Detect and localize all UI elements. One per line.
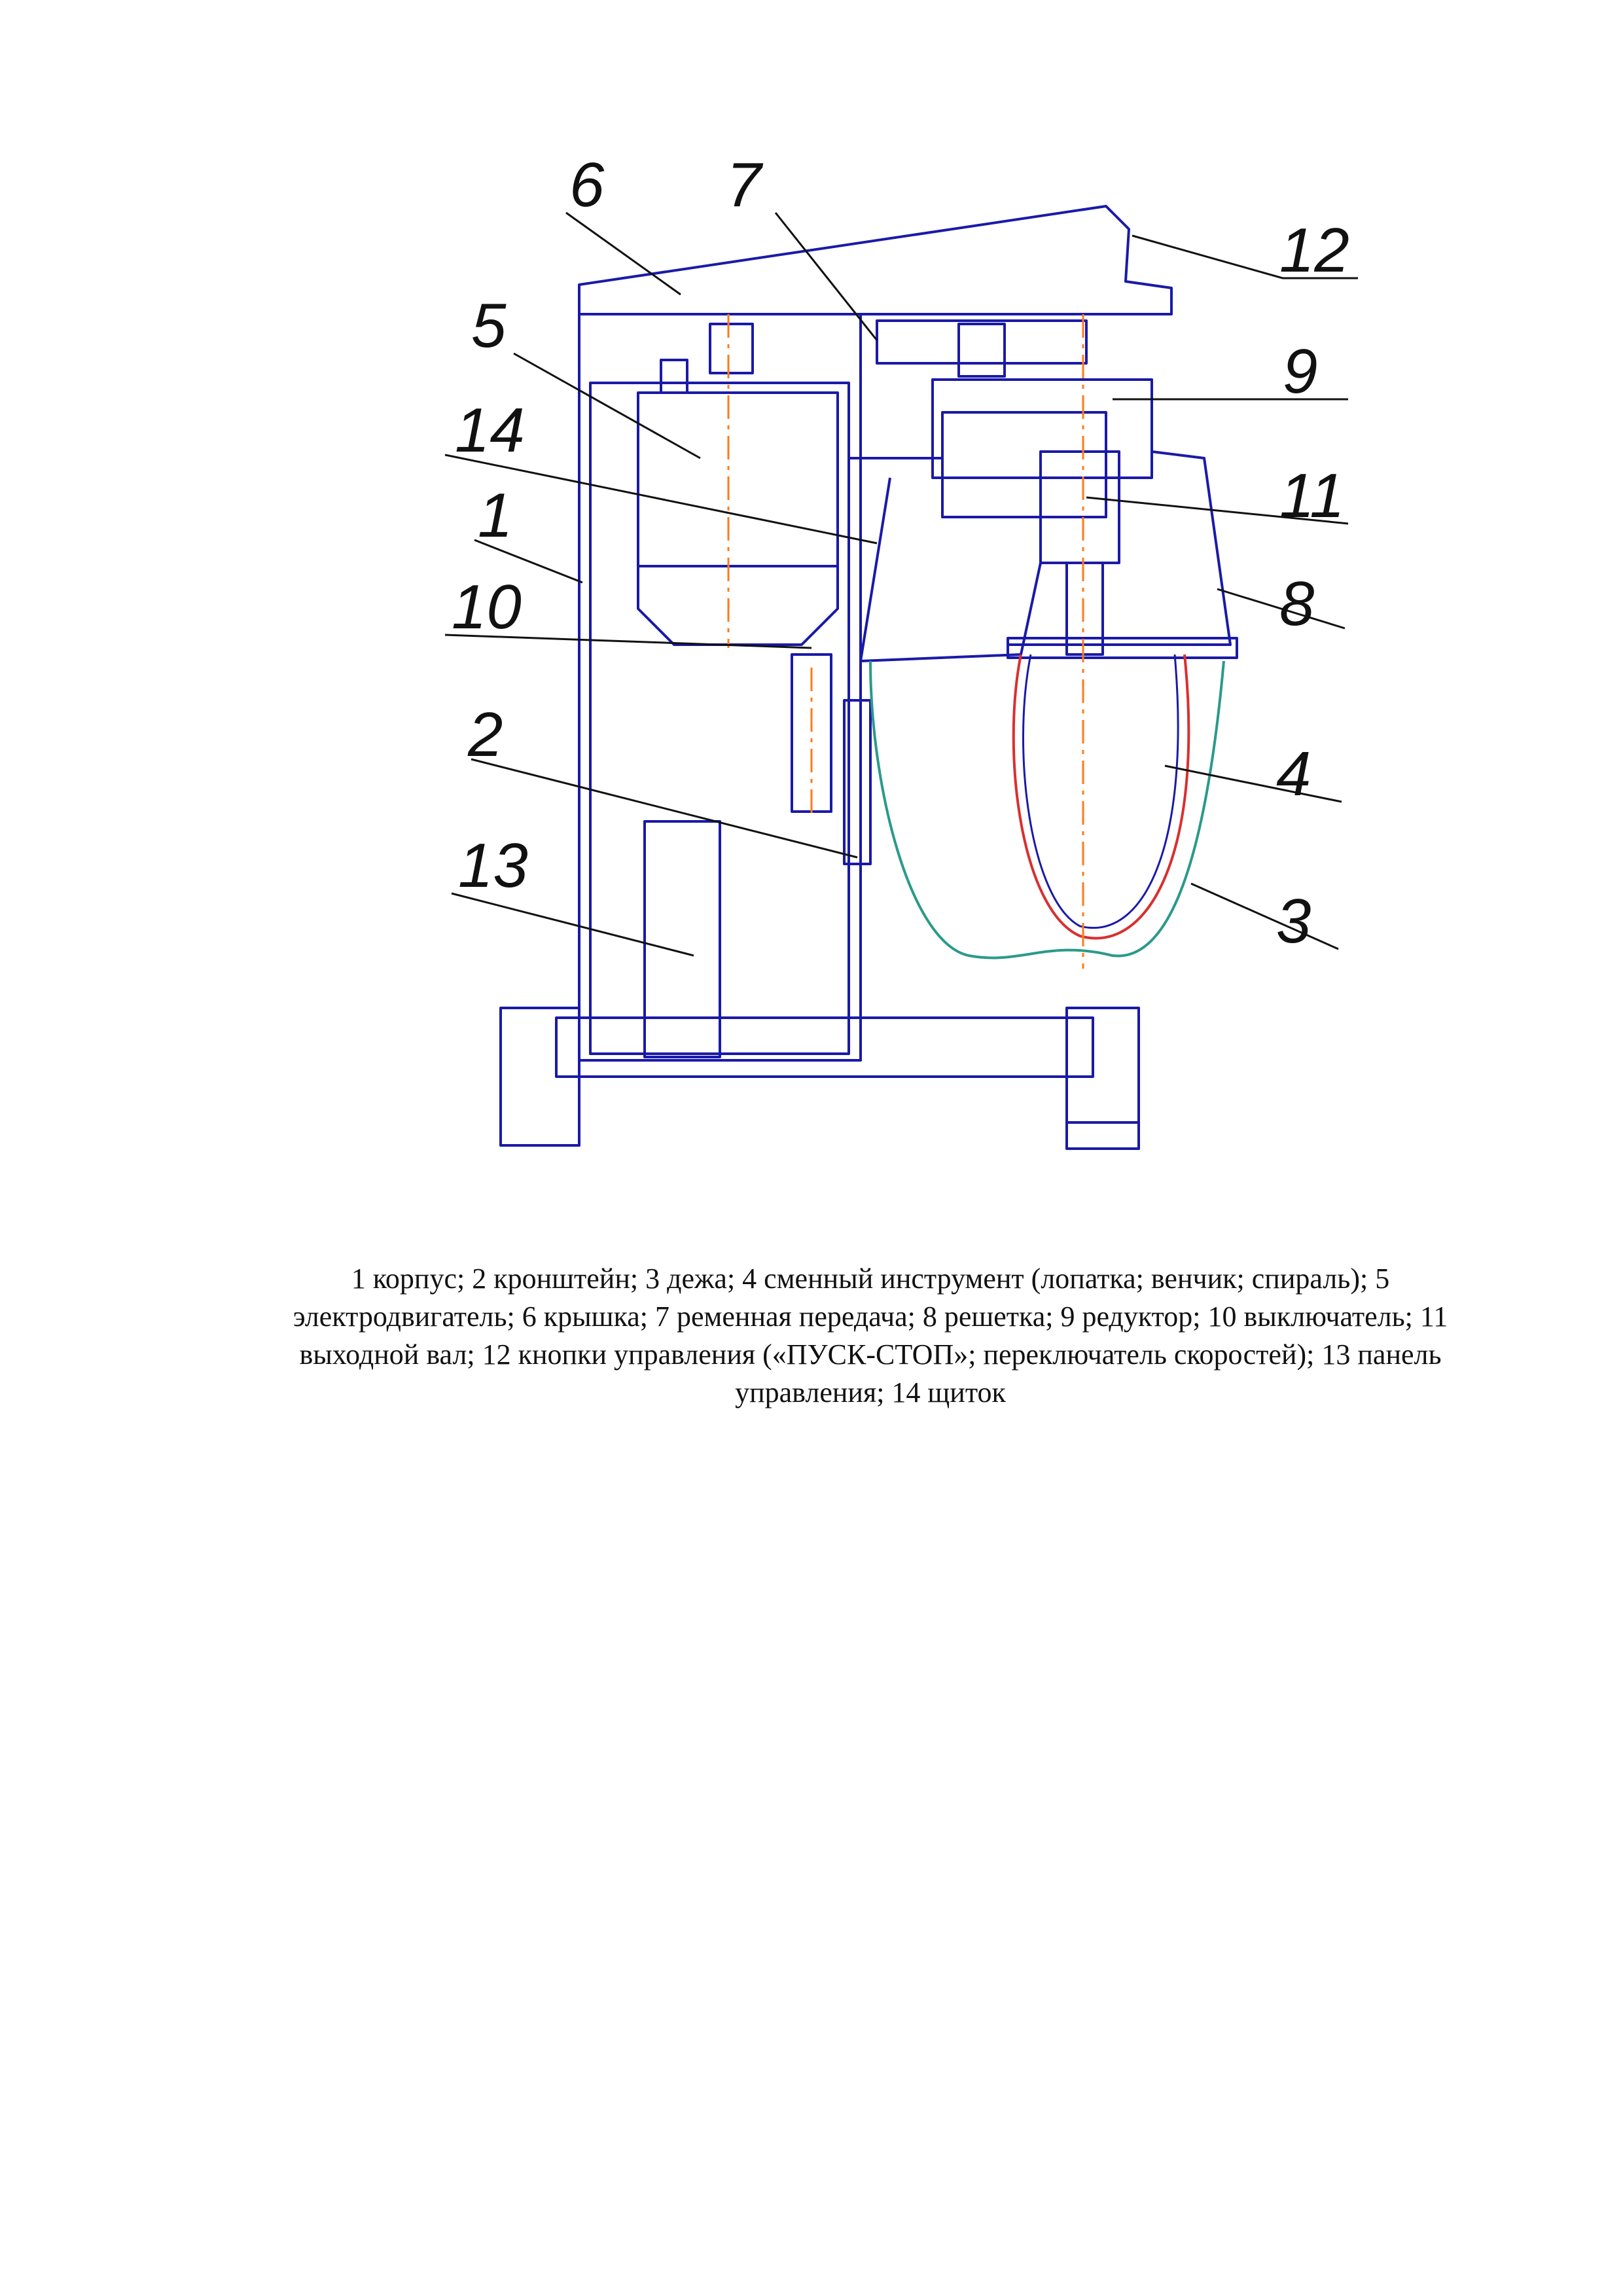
callout-12: 12 (1279, 215, 1349, 285)
leader-11 (1086, 496, 1349, 525)
leader-5 (513, 352, 701, 459)
base-leg (1065, 1007, 1140, 1150)
leader-10 (444, 634, 812, 649)
belt-pulley (957, 323, 1006, 378)
callout-4: 4 (1276, 739, 1311, 809)
bowl (869, 660, 1225, 960)
callout-9: 9 (1283, 336, 1317, 406)
callout-14: 14 (455, 395, 525, 465)
gearbox-housing (941, 411, 1107, 518)
base (499, 1007, 580, 1147)
callout-1: 1 (478, 480, 512, 550)
leader-4 (1164, 764, 1342, 803)
shield (859, 477, 1042, 662)
mixing-tool (1012, 654, 1190, 940)
leader-1 (474, 539, 583, 584)
leader-7 (774, 212, 878, 341)
gearbox (931, 378, 1153, 479)
belt-drive (876, 319, 1088, 365)
base-frame (555, 1016, 1094, 1078)
lid (578, 205, 1173, 315)
base-foot (1065, 1121, 1140, 1150)
callout-2: 2 (467, 700, 503, 770)
figure-caption: 1 корпус; 2 кронштейн; 3 дежа; 4 сменный… (293, 1263, 1448, 1408)
callout-13: 13 (458, 831, 528, 901)
control-panel (643, 820, 721, 1058)
motor (637, 391, 839, 646)
leader-12 (1132, 234, 1358, 279)
callout-6: 6 (569, 150, 605, 220)
bowl-ring (1007, 637, 1238, 659)
leader-14 (444, 454, 878, 545)
leader-6 (565, 211, 681, 296)
callout-5: 5 (471, 291, 507, 361)
guard-grid (1008, 450, 1232, 646)
output-shaft (1065, 562, 1104, 656)
motor-pulley (709, 323, 754, 374)
callout-3: 3 (1276, 886, 1311, 956)
mixing-tool-inner (1022, 654, 1179, 929)
callout-7: 7 (726, 150, 764, 220)
callout-8: 8 (1279, 569, 1314, 639)
leader-2 (471, 758, 858, 859)
motor-mount (660, 359, 688, 394)
body-housing (578, 313, 862, 1062)
bracket (843, 699, 872, 865)
callout-10: 10 (452, 572, 522, 642)
callout-11: 11 (1279, 461, 1345, 531)
leader-8 (1217, 588, 1346, 630)
leader-13 (451, 892, 694, 957)
leader-3 (1190, 882, 1339, 950)
